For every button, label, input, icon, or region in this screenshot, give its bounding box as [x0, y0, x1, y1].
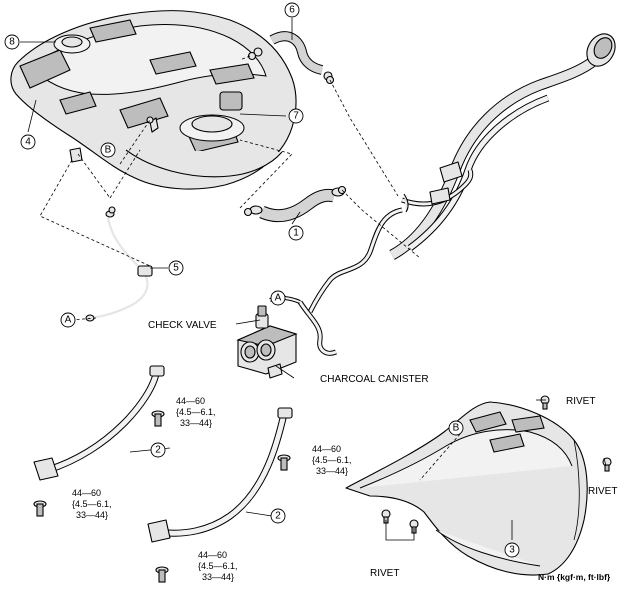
svg-text:{4.5—6.1,: {4.5—6.1,	[312, 455, 352, 465]
svg-text:B: B	[453, 423, 460, 434]
svg-text:A: A	[65, 315, 72, 326]
evap-tube-5	[69, 147, 153, 322]
svg-text:4: 4	[25, 137, 31, 148]
svg-text:44—60: 44—60	[176, 396, 205, 406]
check-valve-label: CHECK VALVE	[148, 320, 217, 331]
callout-b-upper: B	[100, 142, 116, 158]
hose-6	[253, 31, 333, 81]
rivet-label-right: RIVET	[588, 486, 617, 497]
callout-3: 3	[504, 542, 520, 558]
svg-text:33—44}: 33—44}	[76, 510, 108, 520]
svg-text:44—60: 44—60	[198, 550, 227, 560]
strap-bolt-1	[151, 410, 165, 427]
svg-text:B: B	[105, 145, 112, 156]
callout-a-upper: A	[270, 290, 286, 306]
svg-text:7: 7	[293, 111, 299, 122]
fuel-tank-insulator	[345, 401, 588, 576]
svg-text:33—44}: 33—44}	[202, 572, 234, 582]
callout-7: 7	[288, 108, 304, 124]
svg-text:1: 1	[293, 228, 299, 239]
svg-text:{4.5—6.1,: {4.5—6.1,	[176, 407, 216, 417]
svg-text:6: 6	[289, 5, 295, 16]
torque-spec-2: 44—60 {4.5—6.1, 33—44}	[312, 444, 352, 476]
callout-6: 6	[284, 2, 300, 18]
svg-text:{4.5—6.1,: {4.5—6.1,	[198, 561, 238, 571]
callout-5: 5	[168, 260, 184, 276]
clamps	[108, 51, 347, 217]
rivet-label-top: RIVET	[566, 396, 595, 407]
fuel-tank-strap-upper	[33, 365, 165, 481]
callout-2-lower: 2	[270, 508, 286, 524]
callout-2-upper: 2	[150, 442, 166, 458]
rivet-label-bottom: RIVET	[370, 568, 399, 579]
callout-a-lower: A	[60, 312, 76, 328]
strap-bolt-3	[33, 500, 47, 517]
charcoal-canister	[236, 305, 298, 379]
svg-text:{4.5—6.1,: {4.5—6.1,	[72, 499, 112, 509]
torque-spec-3: 44—60 {4.5—6.1, 33—44}	[72, 488, 112, 520]
connection-lines	[39, 55, 461, 481]
svg-text:2: 2	[275, 511, 281, 522]
svg-text:33—44}: 33—44}	[316, 466, 348, 476]
svg-text:33—44}: 33—44}	[180, 418, 212, 428]
torque-unit-note: N·m {kgf·m, ft·lbf}	[538, 572, 611, 582]
torque-spec-1: 44—60 {4.5—6.1, 33—44}	[176, 396, 216, 428]
svg-text:5: 5	[173, 263, 179, 274]
svg-text:2: 2	[155, 445, 161, 456]
svg-text:44—60: 44—60	[312, 444, 341, 454]
svg-text:A: A	[275, 293, 282, 304]
callout-4: 4	[20, 134, 36, 150]
fuel-tank-strap-lower	[147, 407, 293, 543]
torque-spec-4: 44—60 {4.5—6.1, 33—44}	[198, 550, 238, 582]
svg-text:8: 8	[9, 37, 15, 48]
fuel-tank	[10, 10, 297, 190]
rivet-1	[540, 395, 550, 410]
charcoal-canister-label: CHARCOAL CANISTER	[320, 374, 429, 385]
callout-b-lower: B	[448, 420, 464, 436]
callout-8: 8	[4, 34, 20, 50]
rivet-2	[602, 457, 612, 472]
svg-text:44—60: 44—60	[72, 488, 101, 498]
strap-bolt-2	[277, 454, 291, 471]
strap-bolt-4	[155, 566, 169, 583]
hose-1	[249, 187, 345, 223]
fuel-filler-pipe	[389, 33, 616, 260]
svg-text:3: 3	[509, 545, 515, 556]
callout-1: 1	[288, 225, 304, 241]
